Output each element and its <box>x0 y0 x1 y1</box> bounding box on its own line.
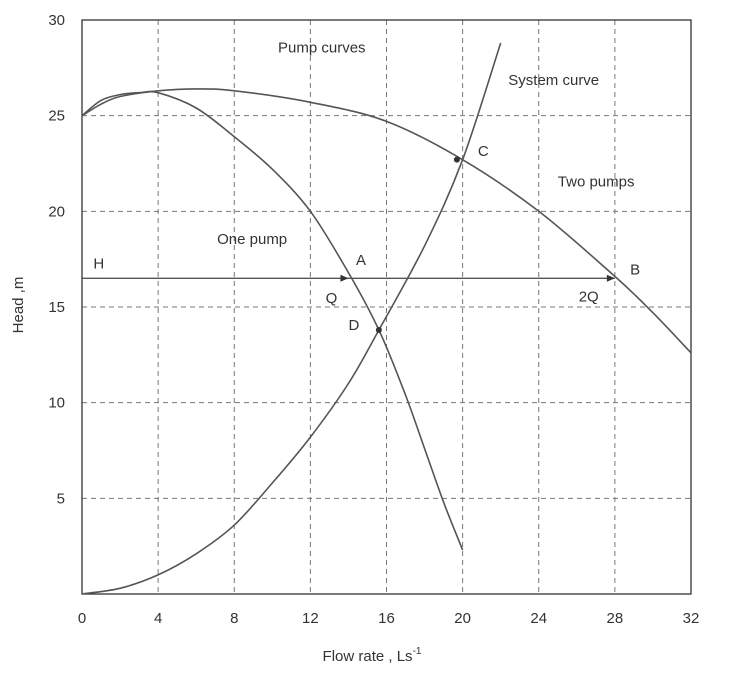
annotation-q: Q <box>326 290 338 307</box>
x-tick-label-12: 12 <box>302 610 319 627</box>
annotation-h: H <box>93 256 104 273</box>
point-marker-c <box>453 156 460 163</box>
y-axis-title: Head ,m <box>10 277 27 334</box>
x-tick-label-24: 24 <box>530 610 547 627</box>
grid <box>82 20 691 594</box>
x-tick-label-4: 4 <box>154 610 162 627</box>
annotation-one-pump: One pump <box>217 231 287 248</box>
point-marker-b <box>606 274 615 282</box>
x-axis-title: Flow rate , Ls-1 <box>323 646 422 665</box>
series-line-two-pumps <box>81 88 692 354</box>
x-axis-title-text: Flow rate , Ls <box>323 648 413 665</box>
annotation-c: C <box>478 143 489 160</box>
plot-frame <box>81 19 692 595</box>
y-tick-label-10: 10 <box>48 395 65 412</box>
x-tick-label-32: 32 <box>683 610 700 627</box>
x-tick-label-20: 20 <box>454 610 471 627</box>
y-tick-label-30: 30 <box>48 12 65 29</box>
series-line-one-pump <box>81 90 464 551</box>
point-marker-d <box>375 326 382 333</box>
point-marker-a <box>340 274 349 282</box>
points-group <box>340 156 615 333</box>
x-axis-title-superscript: -1 <box>413 646 422 657</box>
y-tick-label-5: 5 <box>57 490 65 507</box>
annotation-2q: 2Q <box>579 288 599 305</box>
y-tick-label-25: 25 <box>48 108 65 125</box>
y-tick-label-20: 20 <box>48 203 65 220</box>
x-tick-label-28: 28 <box>607 610 624 627</box>
plot-border <box>81 19 692 595</box>
x-tick-label-16: 16 <box>378 610 395 627</box>
x-tick-label-8: 8 <box>230 610 238 627</box>
y-tick-label-15: 15 <box>48 299 65 316</box>
annotation-system-curve: System curve <box>508 72 599 89</box>
annotation-a: A <box>356 252 366 269</box>
annotation-d: D <box>348 317 359 334</box>
series-group <box>81 42 692 595</box>
annotation-b: B <box>630 261 640 278</box>
x-tick-label-0: 0 <box>78 610 86 627</box>
series-line-system-curve <box>81 42 502 595</box>
annotation-pump-curves: Pump curves <box>278 40 366 57</box>
annotation-two-pumps: Two pumps <box>558 173 635 190</box>
tick-labels: 0 4 8 12 16 20 24 28 32 5 10 15 20 25 30 <box>48 12 699 627</box>
